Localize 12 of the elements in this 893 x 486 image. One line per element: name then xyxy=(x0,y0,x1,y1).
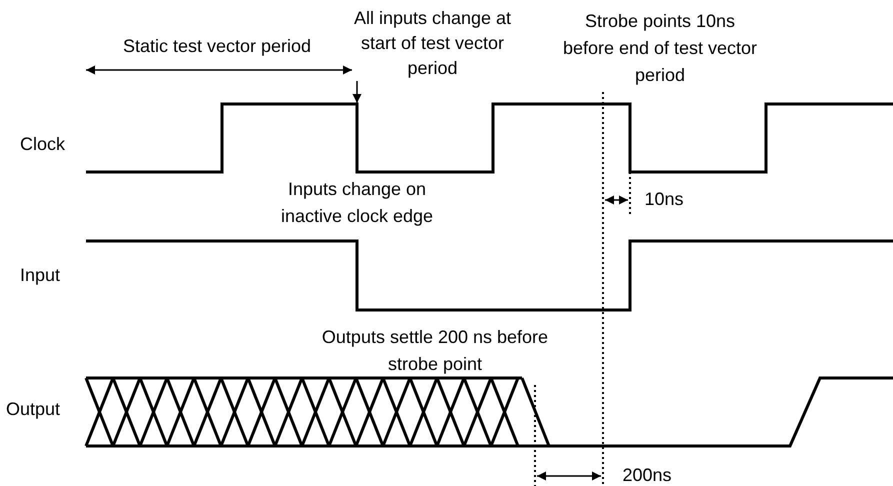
leader-line xyxy=(352,81,362,103)
time-label: 200ns xyxy=(621,464,673,486)
annotation-text: All inputs change at start of test vector period xyxy=(345,6,520,81)
signal-name: Clock xyxy=(20,133,66,156)
annotation-text: Inputs change on inactive clock edge xyxy=(280,178,434,228)
signal-name: Input xyxy=(20,264,62,287)
annotation-text: Outputs settle 200 ns before strobe point xyxy=(320,326,550,376)
time-label: 10ns xyxy=(643,188,685,211)
period-label: Static test vector period xyxy=(122,35,312,58)
signal-name: Output xyxy=(6,398,62,421)
clock-waveform xyxy=(86,102,893,174)
annotation-text: Strobe points 10ns before end of test vector period xyxy=(562,10,758,87)
